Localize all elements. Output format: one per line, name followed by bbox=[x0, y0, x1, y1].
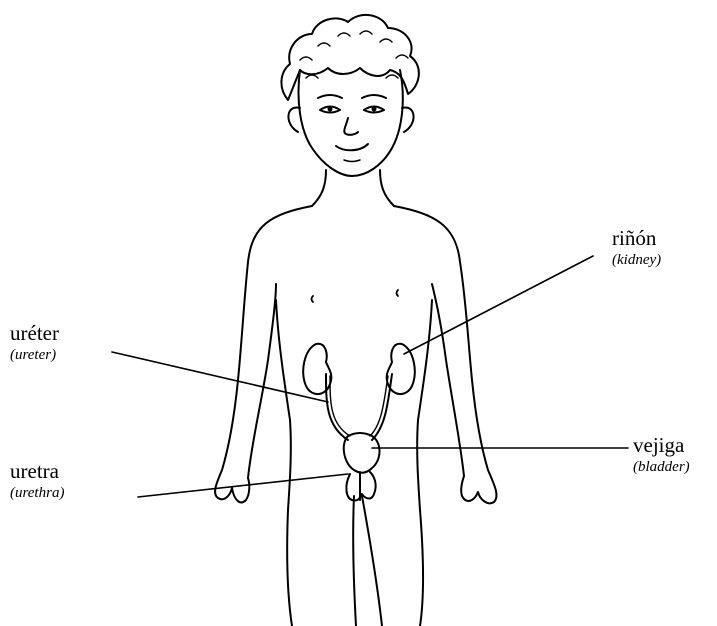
ureter-label-spanish: uréter bbox=[10, 323, 59, 344]
right-ear bbox=[402, 107, 414, 132]
right-nipple bbox=[397, 290, 399, 296]
right-ureter-inner bbox=[370, 376, 388, 436]
child-figure bbox=[215, 15, 496, 626]
kidney-label-spanish: riñón bbox=[612, 228, 661, 249]
right-arm-outer bbox=[394, 206, 488, 470]
genital-outline bbox=[346, 472, 375, 501]
bladder-label: vejiga (bladder) bbox=[633, 435, 690, 475]
nose bbox=[344, 118, 358, 135]
urethra-label-english: (urethra) bbox=[10, 486, 64, 501]
right-eyebrow bbox=[362, 95, 386, 98]
chin bbox=[344, 160, 360, 162]
urethra-label: uretra (urethra) bbox=[10, 461, 64, 501]
bladder-label-english: (bladder) bbox=[633, 460, 690, 475]
left-eyebrow bbox=[318, 95, 342, 98]
face bbox=[299, 70, 403, 176]
mouth bbox=[336, 144, 368, 150]
ureter-label-english: (ureter) bbox=[10, 348, 59, 363]
urethra-label-spanish: uretra bbox=[10, 461, 64, 482]
ureter-leader-line bbox=[112, 352, 328, 402]
left-arm-inner bbox=[248, 284, 276, 478]
left-ear bbox=[288, 107, 300, 132]
inner-leg-left bbox=[353, 496, 356, 626]
inner-leg-right bbox=[362, 496, 382, 626]
left-ureter-inner bbox=[330, 376, 350, 436]
kidney-label-english: (kidney) bbox=[612, 253, 661, 268]
neck-left bbox=[312, 170, 326, 206]
right-torso bbox=[417, 300, 432, 626]
bladder-label-spanish: vejiga bbox=[633, 435, 690, 456]
ureter-label: uréter (ureter) bbox=[10, 323, 59, 363]
neck-right bbox=[380, 170, 394, 206]
urethra-leader-line bbox=[138, 474, 348, 497]
left-arm-outer bbox=[222, 206, 312, 470]
left-torso bbox=[276, 300, 292, 626]
left-nipple bbox=[312, 296, 314, 302]
left-pupil bbox=[328, 107, 333, 112]
right-hand bbox=[461, 470, 496, 503]
kidney-label: riñón (kidney) bbox=[612, 228, 661, 268]
right-pupil bbox=[372, 107, 377, 112]
leader-lines bbox=[112, 256, 628, 497]
